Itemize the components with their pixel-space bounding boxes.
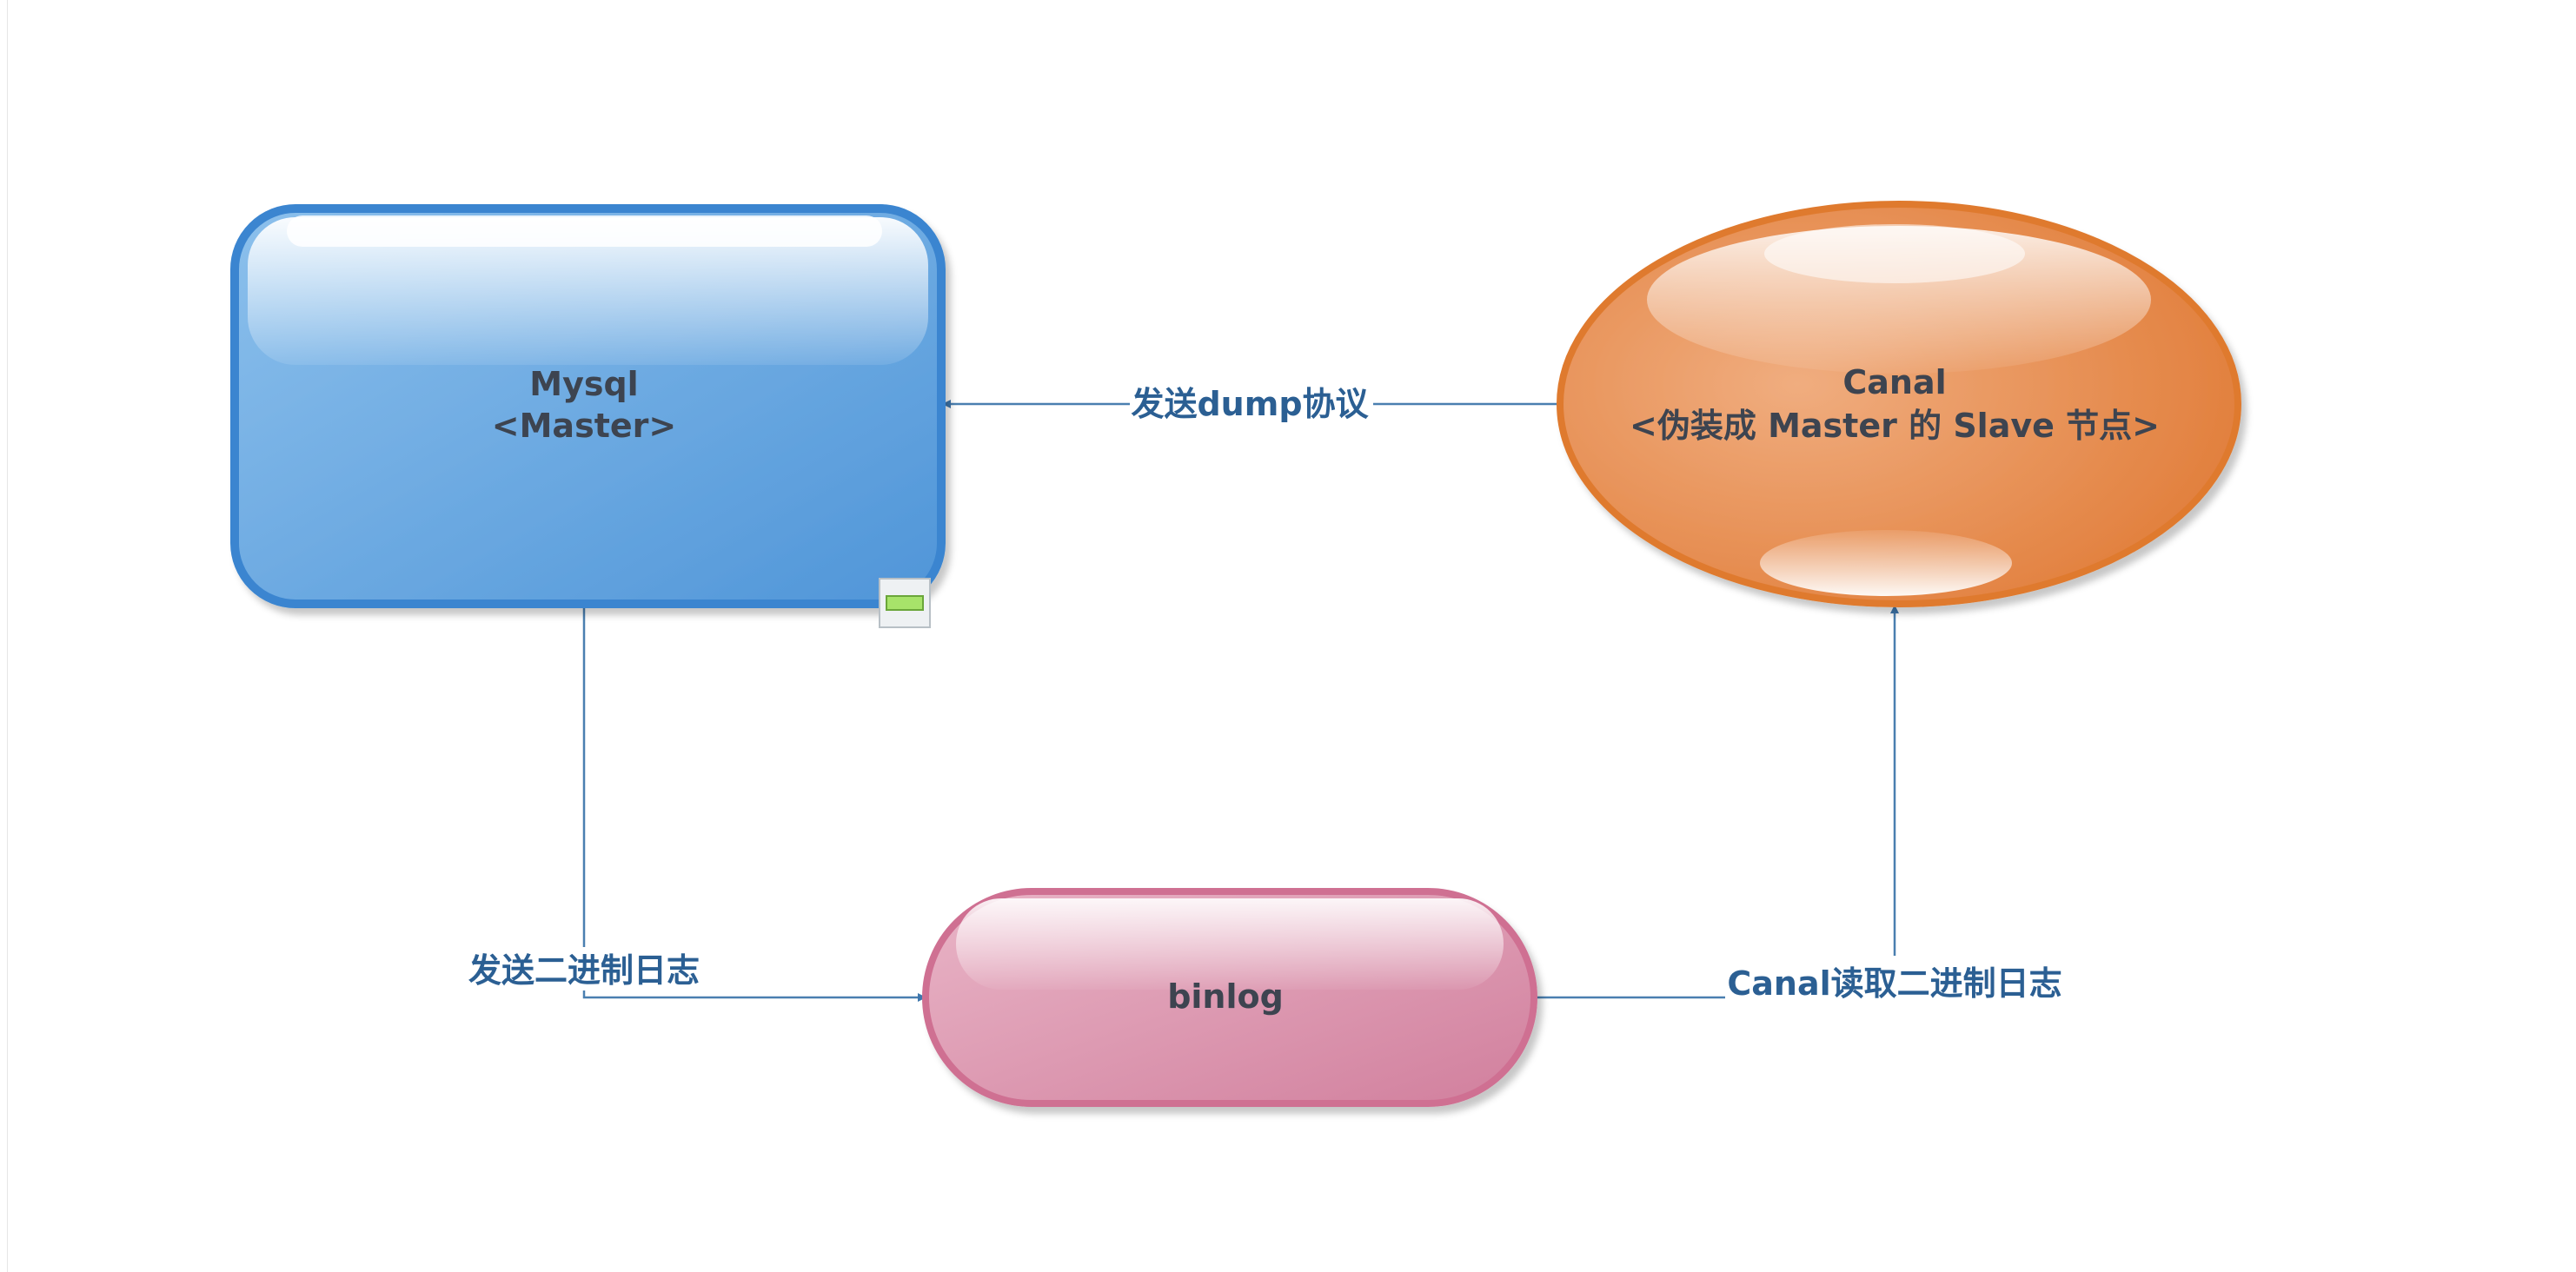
mysql-subtitle: <Master> [492,407,676,445]
node-mysql[interactable]: Mysql <Master> [230,204,946,628]
canal-subtitle: <伪装成 Master 的 Slave 节点> [1630,407,2160,445]
edge-line-elbow [582,606,926,1002]
edge-binlog-to-canal: Canal读取二进制日志 [1537,605,2062,1003]
edge-label-canal-read-binary-log: Canal读取二进制日志 [1727,964,2061,1003]
edge-label-backdrop [459,947,711,990]
edge-canal-to-mysql: 发送dump协议 [942,385,1562,423]
mysql-highlight [287,215,882,247]
edge-label-send-dump: 发送dump协议 [1131,385,1369,423]
edge-label-send-binary-log: 发送二进制日志 [468,951,700,990]
canal-top-highlight [1764,224,2025,283]
binlog-title: binlog [1167,977,1284,1016]
node-binlog[interactable]: binlog [922,888,1537,1107]
node-canal[interactable]: Canal <伪装成 Master 的 Slave 节点> [1557,201,2241,607]
binlog-gloss [956,898,1504,990]
edge-mysql-to-binlog: 发送二进制日志 [459,606,926,1002]
canvas-edge [7,0,8,1272]
mysql-title: Mysql [529,365,638,403]
canal-title: Canal [1842,363,1946,401]
mysql-gloss [248,217,928,365]
resize-handle-icon[interactable] [879,578,931,628]
canal-bottom-gloss [1760,530,2012,596]
